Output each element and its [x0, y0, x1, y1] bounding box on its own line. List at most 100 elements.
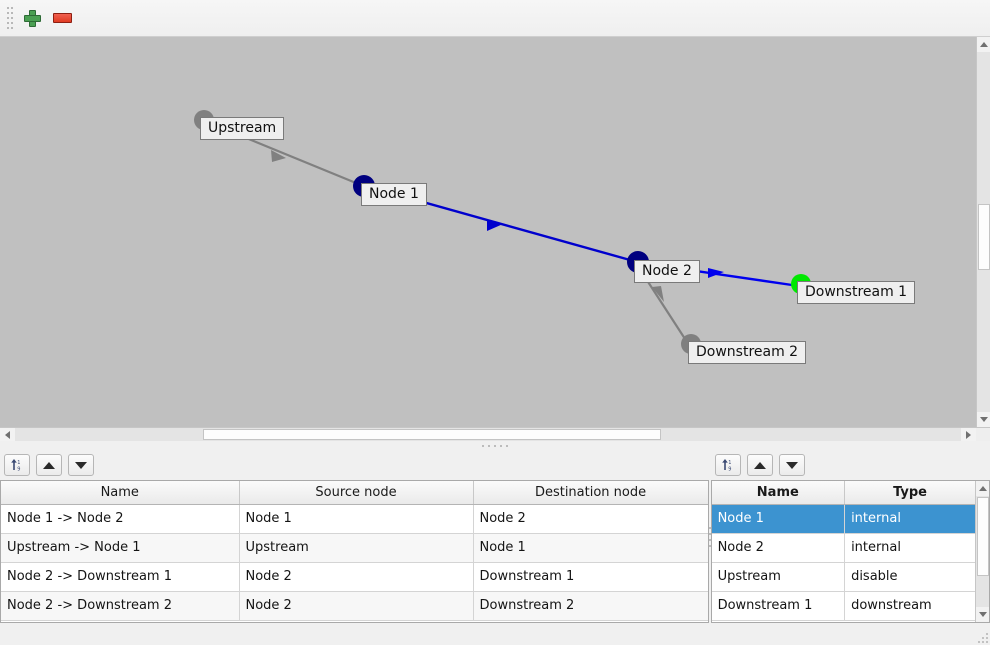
- add-node-button[interactable]: [17, 4, 47, 32]
- nodes-pane: 1 9 Name: [710, 450, 990, 623]
- graph-vertical-scrollbar[interactable]: [976, 37, 990, 427]
- edges-move-up-button[interactable]: [36, 454, 62, 476]
- graph-hscroll-thumb[interactable]: [203, 429, 661, 440]
- edges-cell-name[interactable]: Node 2 -> Downstream 2: [1, 591, 240, 621]
- window-resize-grip-icon[interactable]: [978, 633, 988, 643]
- remove-node-button[interactable]: [47, 4, 77, 32]
- table-row[interactable]: Downstream 1 downstream: [711, 591, 975, 621]
- table-row[interactable]: Node 2 -> Downstream 1 Node 2 Downstream…: [1, 562, 708, 592]
- nodes-cell-name[interactable]: Node 2: [711, 533, 846, 563]
- graph-view[interactable]: Upstream Node 1 Node 2 Downstream 1 Down…: [0, 37, 990, 441]
- table-row[interactable]: Node 1 internal: [711, 504, 975, 534]
- edges-column-header-name[interactable]: Name: [1, 481, 240, 505]
- horizontal-splitter[interactable]: [0, 441, 990, 450]
- edges-table-empty-row: [1, 620, 708, 622]
- move-up-icon: [753, 461, 766, 469]
- nodes-sort-button[interactable]: 1 9: [714, 454, 741, 476]
- move-down-icon: [75, 461, 87, 469]
- table-row[interactable]: Upstream -> Node 1 Upstream Node 1: [1, 533, 708, 563]
- nodes-cell-type[interactable]: internal: [844, 504, 975, 534]
- edges-table-scroll[interactable]: Name Source node Destination node Node 1…: [1, 481, 708, 622]
- edge-arrow-upstream-node1: [271, 150, 286, 162]
- toolbar-drag-grip-icon[interactable]: [3, 6, 13, 30]
- table-row[interactable]: Node 2 -> Downstream 2 Node 2 Downstream…: [1, 591, 708, 621]
- chevron-down-icon: [979, 417, 988, 422]
- scroll-left-button[interactable]: [0, 428, 15, 441]
- nodes-cell-name[interactable]: Upstream: [711, 562, 846, 592]
- nodes-table-scrollbar[interactable]: [975, 481, 989, 622]
- edge-arrow-node1-node2: [487, 220, 503, 231]
- edges-cell-source[interactable]: Node 2: [239, 591, 474, 621]
- edge-arrow-node2-downstream2: [652, 286, 664, 302]
- nodes-table-container: Name Type Node 1 internal Node 2 i: [710, 480, 990, 623]
- edges-cell-destination[interactable]: Node 1: [473, 533, 708, 563]
- edges-column-header-source[interactable]: Source node: [239, 481, 474, 505]
- edges-cell-destination[interactable]: Downstream 2: [473, 591, 708, 621]
- nodes-cell-type[interactable]: internal: [844, 533, 975, 563]
- move-down-icon: [785, 461, 798, 469]
- vertical-splitter[interactable]: [708, 450, 711, 623]
- minus-icon: [52, 13, 72, 23]
- edges-table-header-row: Name Source node Destination node: [1, 481, 708, 505]
- table-row[interactable]: Upstream disable: [711, 562, 975, 592]
- edges-table: Name Source node Destination node Node 1…: [1, 481, 708, 622]
- chevron-up-icon: [979, 42, 988, 47]
- nodes-column-header-name[interactable]: Name: [711, 481, 846, 505]
- edges-table-container: Name Source node Destination node Node 1…: [0, 480, 709, 623]
- main-toolbar: [0, 0, 990, 37]
- edges-cell-source[interactable]: Upstream: [239, 533, 474, 563]
- nodes-table-scroll[interactable]: Name Type Node 1 internal Node 2 i: [711, 481, 975, 622]
- edges-cell-name[interactable]: Node 1 -> Node 2: [1, 504, 240, 534]
- graph-label-node2[interactable]: Node 2: [634, 260, 700, 283]
- edges-cell-name[interactable]: Node 2 -> Downstream 1: [1, 562, 240, 592]
- edges-cell-destination[interactable]: Node 2: [473, 504, 708, 534]
- edges-cell-destination[interactable]: Downstream 1: [473, 562, 708, 592]
- scroll-up-button[interactable]: [977, 37, 990, 52]
- lower-panes: 1 9 Name: [0, 450, 990, 623]
- scrollbar-corner: [976, 428, 990, 441]
- nodes-cell-type[interactable]: disable: [844, 562, 975, 592]
- sort-icon: 1 9: [721, 459, 731, 472]
- edges-sort-button[interactable]: 1 9: [4, 454, 30, 476]
- nodes-move-up-button[interactable]: [746, 454, 773, 476]
- graph-label-node1[interactable]: Node 1: [361, 183, 427, 206]
- status-bar: [0, 623, 990, 645]
- edges-cell-source[interactable]: Node 1: [239, 504, 474, 534]
- svg-text:1: 1: [728, 460, 731, 466]
- edges-move-down-button[interactable]: [68, 454, 94, 476]
- scroll-right-button[interactable]: [961, 428, 976, 441]
- graph-vscroll-thumb[interactable]: [978, 204, 990, 270]
- scroll-down-button[interactable]: [977, 412, 990, 427]
- nodes-toolbar: 1 9: [711, 450, 990, 480]
- graph-label-downstream2[interactable]: Downstream 2: [688, 341, 807, 364]
- nodes-scroll-up-button[interactable]: [976, 481, 989, 496]
- plus-icon: [23, 9, 41, 27]
- nodes-scroll-thumb[interactable]: [977, 497, 989, 576]
- table-row[interactable]: Node 1 -> Node 2 Node 1 Node 2: [1, 504, 708, 534]
- nodes-move-down-button[interactable]: [778, 454, 805, 476]
- chevron-right-icon: [966, 430, 971, 439]
- nodes-column-header-type[interactable]: Type: [844, 481, 975, 505]
- edges-column-header-destination[interactable]: Destination node: [473, 481, 708, 505]
- nodes-cell-name[interactable]: Downstream 1: [711, 591, 846, 621]
- nodes-cell-name[interactable]: Node 1: [711, 504, 846, 534]
- graph-label-downstream1[interactable]: Downstream 1: [797, 281, 916, 304]
- nodes-table-empty-row: [711, 620, 975, 622]
- sort-icon: 1 9: [11, 459, 20, 472]
- graph-label-upstream[interactable]: Upstream: [200, 117, 285, 140]
- chevron-up-icon: [978, 486, 987, 491]
- graph-horizontal-scrollbar[interactable]: [0, 427, 990, 441]
- chevron-left-icon: [5, 430, 10, 439]
- chevron-down-icon: [978, 612, 987, 617]
- nodes-scroll-down-button[interactable]: [976, 607, 989, 622]
- graph-canvas[interactable]: [0, 37, 975, 427]
- nodes-table: Name Type Node 1 internal Node 2 i: [711, 481, 975, 622]
- table-row[interactable]: Node 2 internal: [711, 533, 975, 563]
- edges-cell-source[interactable]: Node 2: [239, 562, 474, 592]
- graph-edges: [211, 122, 793, 343]
- svg-text:9: 9: [728, 466, 731, 472]
- edges-cell-name[interactable]: Upstream -> Node 1: [1, 533, 240, 563]
- move-up-icon: [43, 461, 55, 469]
- nodes-cell-type[interactable]: downstream: [844, 591, 975, 621]
